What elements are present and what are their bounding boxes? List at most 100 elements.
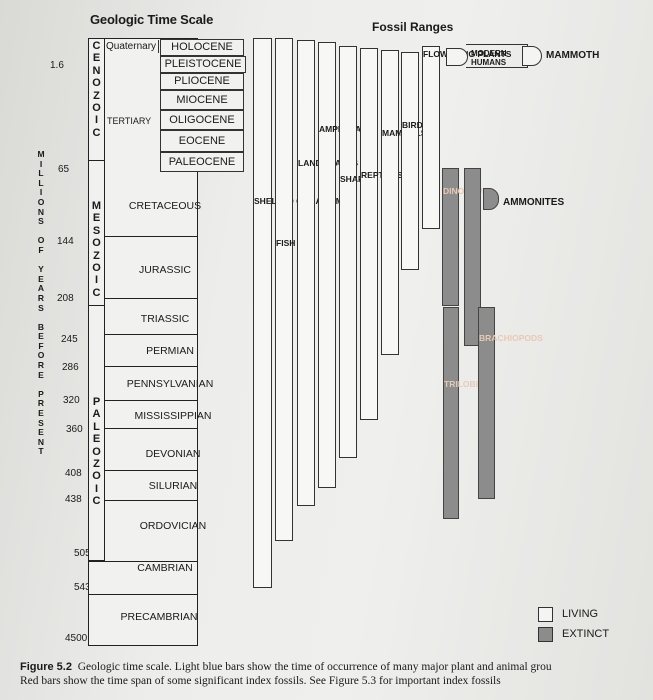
letter: T: [38, 446, 44, 457]
bar-dinosaurs: DINOSAURS: [442, 168, 494, 306]
age-label: 360: [66, 424, 83, 435]
letter: I: [94, 274, 99, 287]
period-jurassic: JURASSIC: [139, 264, 191, 276]
letter: S: [254, 196, 260, 206]
letter: R: [485, 333, 492, 343]
letter: A: [37, 283, 45, 294]
letter: O: [457, 186, 465, 196]
letter: F: [423, 49, 429, 59]
letter: A: [351, 174, 358, 184]
period-divider: [88, 594, 198, 595]
period-cambrian: CAMBRIAN: [137, 562, 193, 574]
letter: S: [396, 170, 403, 180]
legend-living-swatch: [538, 607, 553, 622]
age-label: 144: [57, 236, 74, 247]
letter: A: [354, 124, 362, 134]
mammoth-callout: [522, 46, 542, 66]
letter: D: [443, 186, 450, 196]
letter: S: [340, 174, 346, 184]
letter: I: [509, 333, 513, 343]
letter: S: [505, 49, 512, 59]
letter: C: [92, 126, 101, 139]
era-divider: [88, 306, 105, 561]
bar-birds: BIRDS: [401, 52, 428, 270]
letter: W: [440, 49, 449, 59]
letter: P: [372, 170, 379, 180]
letter: O: [37, 196, 45, 207]
bar-fish: FISH: [275, 38, 295, 541]
letter: S: [38, 216, 44, 227]
period-ordovician: ORDOVICIAN: [139, 520, 207, 532]
letter: T: [500, 49, 506, 59]
letter: Z: [93, 249, 100, 262]
letter: R: [449, 379, 456, 389]
letter: P: [477, 49, 484, 59]
letter: I: [39, 158, 43, 169]
letter: M: [325, 124, 333, 134]
letter: L: [93, 420, 100, 433]
letter: O: [92, 445, 101, 458]
epoch-miocene: MIOCENE: [160, 90, 244, 110]
letter: C: [92, 495, 101, 508]
letter: N: [92, 64, 101, 77]
letter: O: [92, 77, 101, 90]
age-label: 286: [62, 362, 79, 373]
letter: S: [537, 333, 543, 343]
letter: B: [402, 120, 409, 130]
letter: Z: [93, 89, 100, 102]
letter: A: [389, 128, 396, 138]
letter: D: [531, 333, 538, 343]
bar-amphibians: AMPHIBIANS: [318, 42, 373, 488]
letter: E: [92, 52, 101, 65]
letter: M: [37, 149, 45, 159]
letter: D: [416, 120, 423, 130]
letter: L: [38, 177, 44, 188]
modern-humans-label: MODERN HUMANS: [471, 49, 507, 67]
bar-brachiopods: BRACHIOPODS: [478, 307, 543, 499]
fossil-ranges-title: Fossil Ranges: [372, 20, 454, 34]
letter: I: [94, 482, 99, 495]
letter: O: [92, 262, 101, 275]
period-mississippian: MISSISSIPPIAN: [134, 410, 212, 422]
ammonites-label: AMMONITES: [503, 197, 565, 208]
letter: L: [428, 49, 434, 59]
period-divider: [105, 366, 198, 367]
letter: S: [38, 302, 44, 313]
letter: I: [281, 238, 284, 248]
letter: O: [512, 333, 519, 343]
letter: R: [410, 120, 417, 130]
letter: A: [303, 158, 310, 168]
epoch-holocene: HOLOCENE: [160, 39, 244, 56]
age-label: 320: [63, 395, 80, 406]
letter: E: [38, 369, 44, 380]
period-divider: [105, 334, 198, 335]
letter: E: [367, 170, 373, 180]
period-precambrian: PRECAMBRIAN: [120, 611, 198, 623]
ammonites-callout: [483, 188, 499, 210]
letter: Y: [38, 264, 44, 275]
period-divider: [105, 428, 198, 429]
bar-trilobites: TRILOBITES: [443, 307, 495, 519]
figure-caption: Figure 5.2 Geologic time scale. Light bl…: [20, 660, 653, 688]
letter: H: [259, 196, 266, 206]
letter: G: [468, 49, 476, 59]
period-permian: PERMIAN: [146, 345, 194, 357]
mammoth-label: MAMMOTH: [546, 50, 600, 61]
letter: E: [265, 196, 272, 206]
letter: R: [37, 292, 45, 303]
bar-reptiles: REPTILES: [360, 48, 403, 420]
letter: H: [503, 333, 510, 343]
age-label: 65: [58, 164, 70, 175]
quaternary-label: Quaternary: [106, 40, 160, 53]
age-label: 438: [65, 494, 82, 505]
age-label: 208: [57, 293, 74, 304]
figure-title: Geologic Time Scale: [90, 12, 214, 27]
letter: I: [408, 120, 411, 130]
letter: C: [92, 40, 101, 52]
letter: M: [91, 200, 102, 212]
legend-living-label: LIVING: [562, 608, 599, 620]
letter: A: [319, 124, 326, 134]
